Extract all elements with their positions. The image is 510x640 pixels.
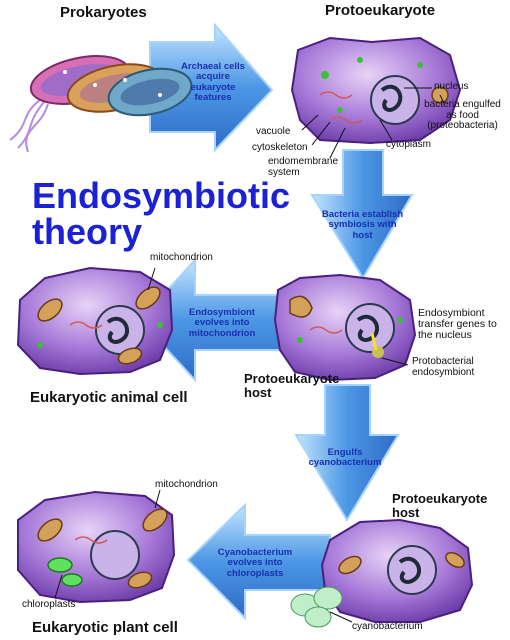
label-mitochondrion-animal: mitochondrion — [150, 252, 213, 263]
title-line-1: Endosymbiotic — [32, 175, 291, 216]
plant-cell — [17, 490, 176, 604]
host-cell-bottom — [320, 518, 474, 623]
heading-prokaryotes: Prokaryotes — [60, 4, 147, 21]
arrow-acquire-features — [149, 22, 274, 153]
arrow-label-engulfs-cyanobacterium: Engulfs cyanobacterium — [308, 447, 382, 469]
arrow-label-establish-symbiosis: Bacteria establish symbiosis with host — [321, 209, 404, 241]
arrow-evolves-chloroplasts — [186, 502, 331, 621]
arrow-establish-symbiosis — [310, 149, 414, 280]
label-chloroplasts: chloroplasts — [22, 599, 76, 610]
heading-host-middle: Protoeukaryote host — [244, 371, 340, 400]
label-cytoplasm: cytoplasm — [386, 139, 432, 150]
cyanobacterium-cells — [290, 586, 343, 628]
arrow-label-evolves-mitochondrion: Endosymbiont evolves into mitochondrion — [188, 307, 256, 339]
heading-host-bottom: Protoeukaryote host — [392, 491, 488, 520]
arrow-label-acquire-features: Archaeal cells acquire eukaryote feature… — [181, 61, 245, 104]
label-cytoskeleton: cytoskeleton — [252, 142, 308, 153]
label-protobacterial-endosymbiont: Protobacterial endosymbiont — [412, 356, 475, 378]
heading-protoeukaryote: Protoeukaryote — [325, 2, 436, 19]
prokaryote-cells — [9, 55, 193, 153]
heading-plant-cell: Eukaryotic plant cell — [32, 619, 178, 636]
label-mitochondrion-plant: mitochondrion — [155, 479, 218, 490]
label-vacuole: vacuole — [256, 126, 291, 137]
arrow-label-evolves-chloroplasts: Cyanobacterium evolves into chloroplasts — [217, 547, 293, 579]
label-bacteria-food: bacteria engulfed as food (proteobacteri… — [424, 99, 501, 131]
heading-animal-cell: Eukaryotic animal cell — [30, 389, 188, 406]
host-cell-middle — [273, 273, 417, 382]
title-line-2: theory — [32, 211, 143, 252]
label-nucleus: nucleus — [434, 81, 469, 92]
label-gene-transfer: Endosymbiont transfer genes to the nucle… — [418, 307, 497, 342]
arrow-evolves-mitochondrion — [138, 257, 291, 383]
label-cyanobacterium: cyanobacterium — [352, 621, 423, 632]
label-endomembrane: endomembrane system — [268, 156, 339, 178]
animal-cell — [16, 266, 174, 376]
arrow-engulfs-cyanobacterium — [294, 384, 400, 522]
